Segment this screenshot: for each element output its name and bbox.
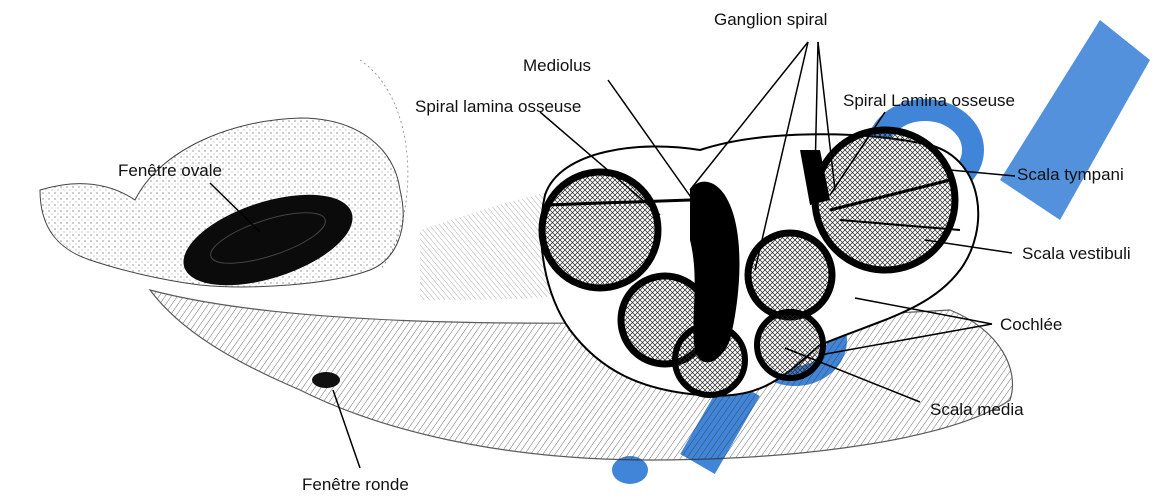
label-fenetre-ovale: Fenêtre ovale: [118, 161, 222, 180]
round-window: [312, 372, 340, 388]
label-scala-tympani: Scala tympani: [1017, 165, 1124, 184]
label-mediolus: Mediolus: [523, 56, 591, 75]
label-ganglion-spiral: Ganglion spiral: [714, 10, 827, 29]
label-fenetre-ronde: Fenêtre ronde: [302, 475, 409, 494]
label-spiral-lamina-left: Spiral lamina osseuse: [415, 97, 581, 116]
label-cochlee: Cochlée: [1000, 315, 1062, 334]
cochlear-turn-1: [542, 172, 658, 288]
cochlear-turn-6: [757, 312, 823, 378]
label-scala-vestibuli: Scala vestibuli: [1022, 244, 1131, 263]
label-spiral-lamina-right: Spiral Lamina osseuse: [843, 91, 1015, 110]
cochlear-turn-2: [815, 130, 955, 270]
label-scala-media: Scala media: [930, 400, 1024, 419]
